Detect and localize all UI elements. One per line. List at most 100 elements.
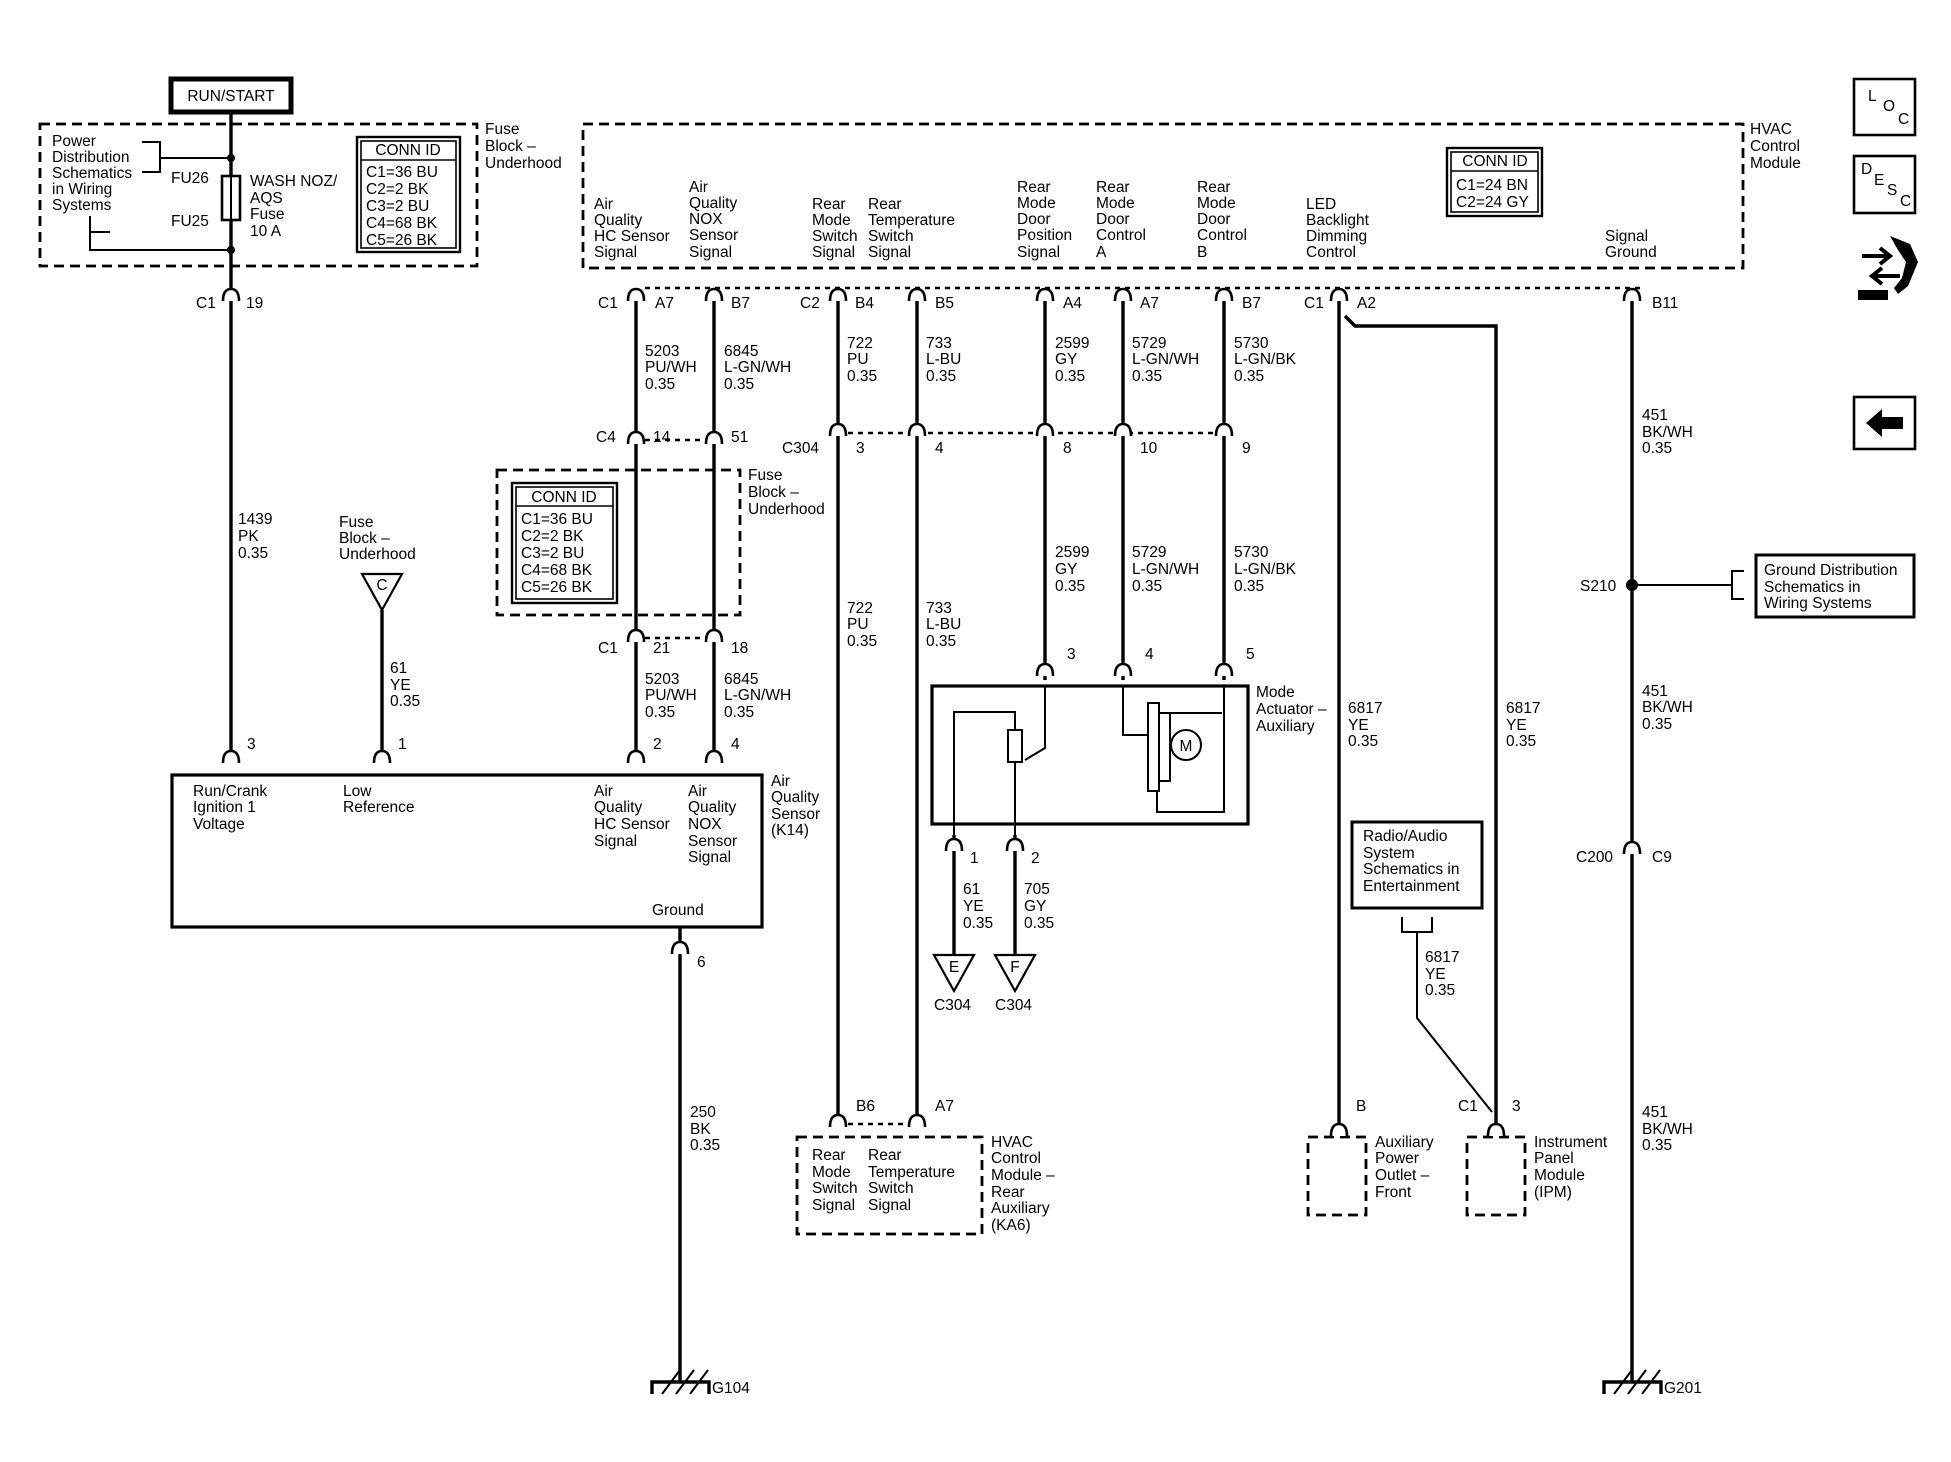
- svg-text:6817: 6817: [1425, 949, 1459, 966]
- svg-text:GY: GY: [1024, 898, 1046, 915]
- svg-text:L-GN/WH: L-GN/WH: [1132, 561, 1199, 578]
- svg-text:51: 51: [731, 429, 748, 446]
- svg-text:YE: YE: [963, 898, 984, 915]
- connector-terminal: [828, 287, 848, 302]
- svg-text:Position: Position: [1017, 227, 1072, 244]
- svg-text:4: 4: [1145, 646, 1154, 663]
- radio-audio-ref-box[interactable]: [1350, 820, 1484, 910]
- svg-text:Schematics in: Schematics in: [1764, 579, 1860, 596]
- svg-text:6817: 6817: [1506, 700, 1540, 717]
- svg-text:Mode: Mode: [1256, 684, 1295, 701]
- svg-text:Fuse: Fuse: [748, 467, 782, 484]
- svg-text:6817: 6817: [1348, 700, 1382, 717]
- svg-text:C5=26 BK: C5=26 BK: [366, 232, 438, 249]
- loc-button[interactable]: L O C: [1852, 77, 1917, 137]
- svg-text:1439: 1439: [238, 511, 272, 528]
- svg-text:0.35: 0.35: [645, 376, 675, 393]
- connector-terminal: [1329, 1122, 1349, 1137]
- svg-text:BK: BK: [690, 1121, 711, 1138]
- desc-button[interactable]: D E S C: [1852, 154, 1917, 215]
- svg-text:O: O: [1883, 98, 1895, 115]
- connector-view-icon[interactable]: [1858, 236, 1918, 300]
- wire-6817-c: 6817 YE 0.35: [1425, 949, 1459, 999]
- connector-terminal: [1214, 662, 1234, 677]
- svg-text:Actuator –: Actuator –: [1256, 701, 1327, 718]
- air-quality-sensor-k14: [170, 773, 764, 929]
- svg-text:61: 61: [963, 881, 980, 898]
- svg-text:5203: 5203: [645, 343, 679, 360]
- svg-text:C2=24 GY: C2=24 GY: [1456, 194, 1529, 211]
- svg-text:5730: 5730: [1234, 544, 1269, 561]
- svg-text:Control: Control: [991, 1150, 1041, 1167]
- hvac-control-module: [581, 122, 1745, 270]
- wire-733-b: 733 L-BU 0.35: [926, 600, 961, 650]
- motor-brush-plate: [1147, 702, 1160, 792]
- svg-text:Outlet –: Outlet –: [1375, 1167, 1430, 1184]
- svg-text:Block –: Block –: [748, 484, 799, 501]
- svg-text:L-GN/BK: L-GN/BK: [1234, 351, 1297, 368]
- svg-text:AQS: AQS: [250, 190, 283, 207]
- wire-5203-b: 5203 PU/WH 0.35: [645, 671, 697, 721]
- svg-text:Run/Crank: Run/Crank: [193, 783, 267, 800]
- ka6-name-label: HVAC Control Module – Rear Auxiliary (KA…: [991, 1134, 1055, 1234]
- wire-5730-a: 5730 L-GN/BK 0.35: [1234, 335, 1297, 385]
- svg-text:Rear: Rear: [812, 196, 846, 213]
- connector-terminal: [221, 287, 241, 302]
- k14-run-crank-label: Run/Crank Ignition 1 Voltage: [193, 783, 267, 833]
- hvac-module-label: HVAC Control Module: [1750, 121, 1801, 172]
- fu26-label: FU26: [171, 170, 209, 187]
- svg-text:C2=2 BK: C2=2 BK: [366, 181, 429, 198]
- connector-terminal: [1214, 422, 1234, 437]
- wire-61-ye: 61 YE 0.35: [390, 660, 420, 710]
- svg-text:NOX: NOX: [688, 816, 722, 833]
- svg-text:0.35: 0.35: [1425, 982, 1455, 999]
- svg-text:Wiring Systems: Wiring Systems: [1764, 595, 1872, 612]
- pin-label-rear-mode-door-control-a: Rear Mode Door Control A: [1096, 179, 1146, 261]
- svg-text:B6: B6: [856, 1098, 875, 1115]
- pin-label-rear-mode-door-position: Rear Mode Door Position Signal: [1017, 179, 1072, 261]
- svg-text:Auxiliary: Auxiliary: [991, 1200, 1050, 1217]
- svg-text:Ignition 1: Ignition 1: [193, 799, 256, 816]
- svg-text:Mode: Mode: [1197, 195, 1236, 212]
- wire-6817-a: 6817 YE 0.35: [1348, 700, 1382, 750]
- wire-722-a: 722 PU 0.35: [847, 335, 877, 385]
- offpage-f-triangle: [993, 953, 1037, 994]
- svg-text:Control: Control: [1197, 227, 1247, 244]
- svg-text:2: 2: [653, 736, 662, 753]
- back-button[interactable]: [1852, 395, 1917, 451]
- svg-text:9: 9: [1242, 440, 1251, 457]
- c304-connector-labels: C304 3 4 8 10 9: [782, 440, 1251, 457]
- svg-text:Module: Module: [1750, 155, 1801, 172]
- svg-text:0.35: 0.35: [690, 1137, 720, 1154]
- svg-text:HC Sensor: HC Sensor: [594, 228, 670, 245]
- svg-text:L-GN/BK: L-GN/BK: [1234, 561, 1297, 578]
- ground-distribution-ref-box[interactable]: [1754, 553, 1916, 619]
- svg-text:BK/WH: BK/WH: [1642, 699, 1693, 716]
- offpage-c-label: C: [376, 577, 387, 594]
- pin-label-aq-nox: Air Quality NOX Sensor Signal: [689, 179, 738, 261]
- connector-terminal: [1113, 422, 1133, 437]
- pin-label-signal-ground: Signal Ground: [1605, 228, 1657, 261]
- k14-ground-label: Ground: [652, 902, 704, 919]
- svg-text:733: 733: [926, 600, 952, 617]
- svg-text:Temperature: Temperature: [868, 1164, 955, 1181]
- connector-terminal: [907, 1113, 927, 1128]
- svg-text:Dimming: Dimming: [1306, 228, 1367, 245]
- svg-text:5: 5: [1246, 646, 1255, 663]
- svg-text:Signal: Signal: [1017, 244, 1060, 261]
- hvac-rear-auxiliary-ka6: [795, 1135, 984, 1236]
- wire-722-b: 722 PU 0.35: [847, 600, 877, 650]
- svg-text:C1: C1: [598, 295, 618, 312]
- connector-hooks: [221, 287, 1642, 1137]
- svg-text:B11: B11: [1652, 295, 1678, 312]
- svg-text:C4=68 BK: C4=68 BK: [521, 562, 593, 579]
- wire-5730-b: 5730 L-GN/BK 0.35: [1234, 544, 1297, 595]
- conn-id-fuse-mid: CONN ID C1=36 BU C2=2 BK C3=2 BU C4=68 B…: [510, 481, 619, 605]
- connector-terminal: [1622, 287, 1642, 302]
- power-distribution-ref: Power Distribution Schematics in Wiring …: [52, 133, 132, 214]
- fu25-label: FU25: [171, 213, 209, 230]
- offpage-e-label: E: [949, 959, 959, 976]
- svg-text:Air: Air: [771, 773, 790, 790]
- svg-text:YE: YE: [1506, 717, 1527, 734]
- svg-text:Switch: Switch: [868, 1180, 914, 1197]
